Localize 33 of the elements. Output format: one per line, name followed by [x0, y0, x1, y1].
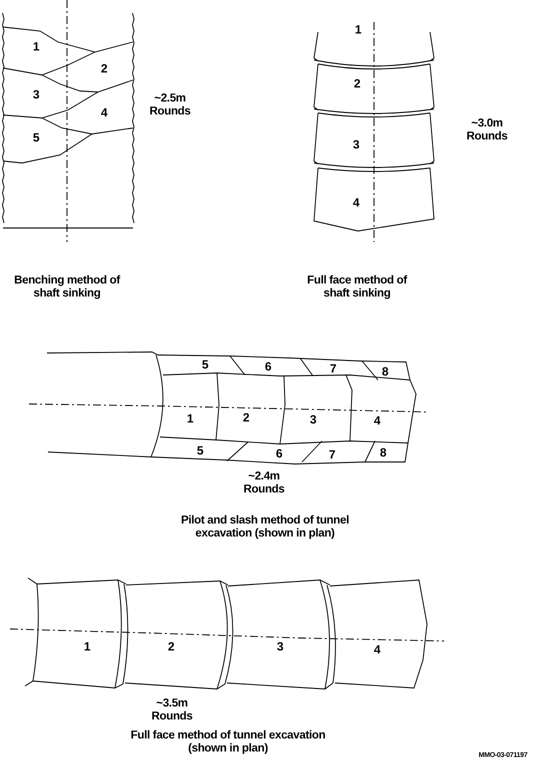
- callout-number: 8: [380, 446, 386, 460]
- callout-number: 5: [196, 444, 204, 458]
- callout-number: 4: [352, 196, 360, 210]
- callout-number: 7: [330, 362, 336, 376]
- round-length-label: ~2.5m Rounds: [148, 92, 192, 118]
- callout-number: 1: [32, 40, 40, 54]
- callout-number: 5: [32, 131, 40, 145]
- callout-number: 3: [276, 640, 284, 654]
- callout-number: 2: [242, 411, 250, 425]
- callout-number: 2: [100, 62, 108, 76]
- caption-text: Full face method of tunnel excavation (shown in plan): [130, 729, 326, 755]
- round-length-label: ~3.0m Rounds: [466, 117, 508, 143]
- callout-number: 3: [310, 413, 316, 427]
- callout-number: 5: [202, 358, 208, 372]
- callout-number: 6: [276, 447, 282, 461]
- callout-number: 4: [100, 106, 108, 120]
- round-length-label: ~2.4m Rounds: [242, 470, 286, 496]
- caption-text: Full face method of shaft sinking: [306, 274, 408, 300]
- callout-number: 6: [264, 360, 272, 374]
- callout-number: 1: [186, 412, 194, 426]
- callout-number: 3: [32, 88, 40, 102]
- caption-text: Pilot and slash method of tunnel excavation (shown in plan): [180, 514, 350, 540]
- callout-number: 8: [382, 365, 388, 379]
- callout-number: 7: [328, 448, 336, 462]
- callout-number: 1: [84, 640, 90, 654]
- callout-number: 3: [352, 138, 360, 152]
- callout-number: 2: [354, 77, 360, 91]
- callout-number: 2: [168, 640, 174, 654]
- callout-number: 4: [374, 643, 380, 657]
- round-length-label: ~3.5m Rounds: [150, 697, 194, 723]
- caption-text: Benching method of shaft sinking: [13, 274, 122, 300]
- callout-number: 1: [354, 23, 362, 37]
- callout-number: 4: [374, 414, 380, 428]
